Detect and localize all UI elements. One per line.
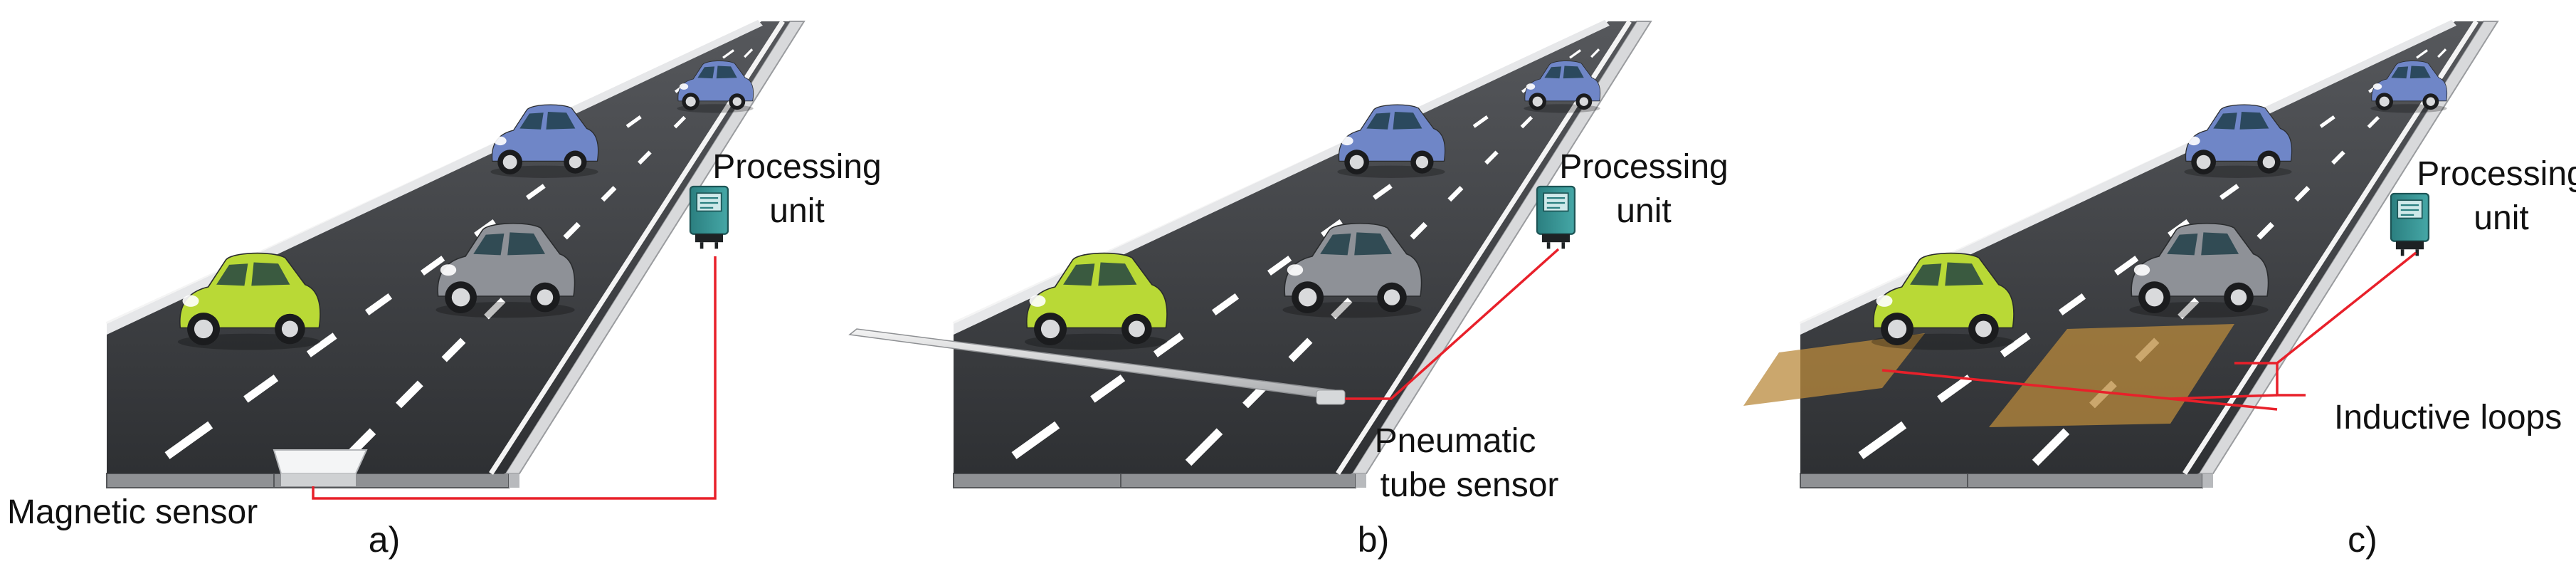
- lane-mark: [1569, 49, 1581, 59]
- sensor-wire: [312, 256, 717, 500]
- lane-mark: [722, 49, 734, 59]
- lane-mark: [1520, 115, 1534, 129]
- small-blue-car-icon: [2370, 61, 2448, 113]
- lane-mark: [420, 256, 445, 276]
- lane-mark: [2256, 221, 2274, 240]
- lane-mark: [673, 115, 687, 129]
- lane-mark: [243, 375, 279, 403]
- cars: [1024, 61, 1601, 350]
- processing-unit-icon: [2390, 192, 2430, 257]
- lane-mark: [2416, 49, 2428, 59]
- lane-mark: [1011, 421, 1060, 459]
- small-blue-car-icon: [677, 61, 754, 113]
- blue-car-icon: [490, 104, 599, 178]
- lane-mark: [1472, 115, 1489, 128]
- lane-mark: [1331, 298, 1353, 320]
- lane-mark: [441, 337, 466, 362]
- grey-car-icon: [2129, 222, 2269, 318]
- lane-mark: [1185, 428, 1223, 466]
- sensor-wire: [1345, 248, 1560, 400]
- lane-mark: [164, 421, 213, 459]
- sensor-label: Magnetic sensor: [7, 493, 258, 531]
- lane-mark: [1590, 48, 1600, 58]
- lane-mark: [484, 298, 506, 320]
- blue-car-icon: [1337, 104, 1446, 178]
- lane-mark: [1090, 375, 1126, 403]
- panel-caption: b): [1358, 520, 1389, 560]
- green-car-icon: [177, 252, 321, 350]
- green-car-icon: [1871, 252, 2015, 350]
- grey-car-icon: [1282, 222, 1422, 318]
- lane-mark: [1484, 150, 1499, 165]
- cars: [177, 61, 754, 350]
- lane-mark: [2058, 293, 2086, 315]
- inductive-loop-left: [1743, 333, 1925, 406]
- lane-mark: [396, 380, 423, 409]
- lane-mark: [1373, 184, 1393, 200]
- lane-mark: [1211, 293, 1240, 315]
- lane-mark: [563, 221, 581, 240]
- sensor-wire: [2276, 251, 2417, 365]
- lane-mark: [625, 115, 642, 128]
- lane-mark: [2032, 428, 2070, 466]
- lane-mark: [2113, 256, 2139, 276]
- loop-wire-link: [1881, 369, 2278, 411]
- lane-mark: [1267, 256, 1292, 276]
- magnetic-sensor-icon: [273, 449, 368, 474]
- lane-mark: [1288, 337, 1313, 362]
- green-car-icon: [1024, 252, 1168, 350]
- loop-wire: [2234, 362, 2306, 397]
- lane-mark: [2331, 150, 2345, 165]
- lane-mark: [2219, 184, 2239, 200]
- lane-mark: [2294, 186, 2311, 202]
- small-blue-car-icon: [1524, 61, 1601, 113]
- cars: [1871, 61, 2448, 350]
- lane-mark: [526, 184, 546, 200]
- lane-mark: [638, 150, 652, 165]
- panel-caption: a): [369, 520, 400, 560]
- lane-mark: [601, 186, 617, 202]
- blue-car-icon: [2184, 104, 2293, 178]
- lane-mark: [2319, 115, 2335, 128]
- lane-mark: [2437, 48, 2447, 58]
- lane-mark: [364, 293, 393, 315]
- grey-car-icon: [436, 222, 576, 318]
- processing-unit-icon: [1536, 185, 1576, 250]
- lane-mark: [1153, 332, 1184, 357]
- lane-mark: [744, 48, 754, 58]
- lane-mark: [1410, 221, 1427, 240]
- lane-mark: [1937, 375, 1973, 403]
- lane-mark: [2367, 115, 2380, 129]
- lane-mark: [1447, 186, 1464, 202]
- processing-unit-icon: [689, 185, 729, 250]
- lane-mark: [2000, 332, 2031, 357]
- lane-mark: [306, 332, 337, 357]
- sensor-label: Inductive loops: [2334, 399, 2562, 436]
- lane-mark: [2178, 298, 2200, 320]
- inductive-loop-right: [1989, 324, 2234, 427]
- lane-mark: [1858, 421, 1907, 459]
- panel-caption: c): [2348, 520, 2377, 560]
